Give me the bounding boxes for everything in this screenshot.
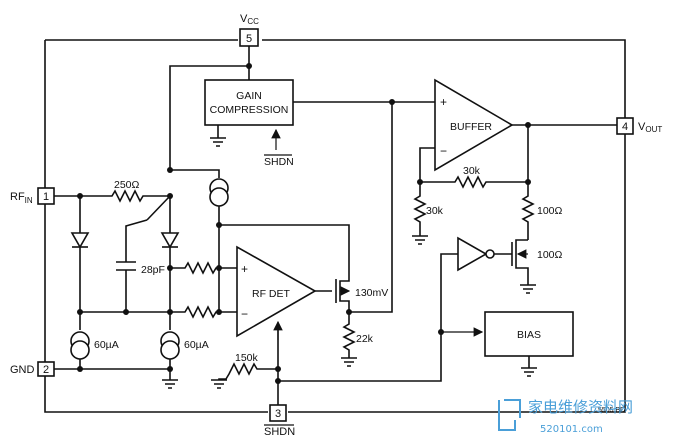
- watermark-chinese: 家电维修资料网: [528, 398, 633, 416]
- i-60ua-a-label: 60µA: [94, 339, 119, 351]
- v-130mv-label: 130mV: [355, 287, 388, 299]
- rf-input-network: 250Ω 28pF 60µA 60µA: [54, 179, 237, 389]
- rf-det-minus: −: [241, 307, 248, 321]
- r-30k-ground-label: 30k: [426, 205, 444, 217]
- pin-rfin-number: 1: [43, 191, 49, 203]
- pin-shdn: 3 SHDN: [264, 404, 295, 438]
- pin-vout: 4 VOUT: [616, 117, 662, 135]
- bias-label: BIAS: [517, 329, 541, 341]
- buffer-plus: +: [440, 95, 447, 109]
- pin-vout-label: VOUT: [638, 121, 662, 134]
- rf-detector: RF DET + − 130mV 22k 150k: [209, 102, 484, 405]
- r-100-ohm-a-label: 100Ω: [537, 205, 563, 217]
- figure-code: 5505 BD: [598, 407, 625, 414]
- pin-shdn-number: 3: [275, 408, 281, 420]
- pin-rfin: 1 RFIN: [10, 187, 55, 205]
- pin-vcc-number: 5: [246, 33, 252, 45]
- buffer-label: BUFFER: [450, 121, 492, 133]
- pin-vout-number: 4: [622, 121, 628, 133]
- buffer-amplifier: BUFFER + − 30k 30k 100Ω 100Ω: [412, 78, 617, 294]
- pin-vcc-label: VCC: [240, 13, 259, 26]
- package-outline: [44, 39, 626, 413]
- gain-compression-label-1: GAIN: [236, 90, 262, 102]
- watermark: 5505 BD 家电维修资料网 520101.com: [498, 398, 633, 435]
- pin-vcc: 5 VCC: [239, 13, 259, 47]
- r-30k-feedback-label: 30k: [463, 165, 481, 177]
- watermark-logo: [498, 399, 521, 431]
- r-250-label: 250Ω: [114, 179, 140, 191]
- gain-compression-label-2: COMPRESSION: [210, 104, 289, 116]
- c-28pf-label: 28pF: [141, 264, 165, 276]
- vcc-bus: [167, 46, 252, 178]
- watermark-url: 520101.com: [540, 424, 603, 435]
- gain-compression-block: GAIN COMPRESSION SHDN: [204, 79, 435, 168]
- pin-gnd: 2 GND: [10, 361, 55, 377]
- pin-rfin-label: RFIN: [10, 191, 33, 205]
- i-60ua-b-label: 60µA: [184, 339, 209, 351]
- pin-gnd-number: 2: [43, 364, 49, 376]
- rf-det-label: RF DET: [252, 288, 291, 300]
- pin-shdn-label: SHDN: [264, 426, 295, 438]
- buffer-minus: −: [440, 144, 447, 158]
- r-150k-label: 150k: [235, 352, 259, 364]
- r-100-ohm-b-label: 100Ω: [537, 249, 563, 261]
- rf-det-plus: +: [241, 262, 248, 276]
- gain-shdn-label: SHDN: [264, 156, 294, 168]
- bias-block: BIAS: [484, 311, 574, 377]
- r-22k-label: 22k: [356, 333, 374, 345]
- pin-gnd-label: GND: [10, 364, 35, 376]
